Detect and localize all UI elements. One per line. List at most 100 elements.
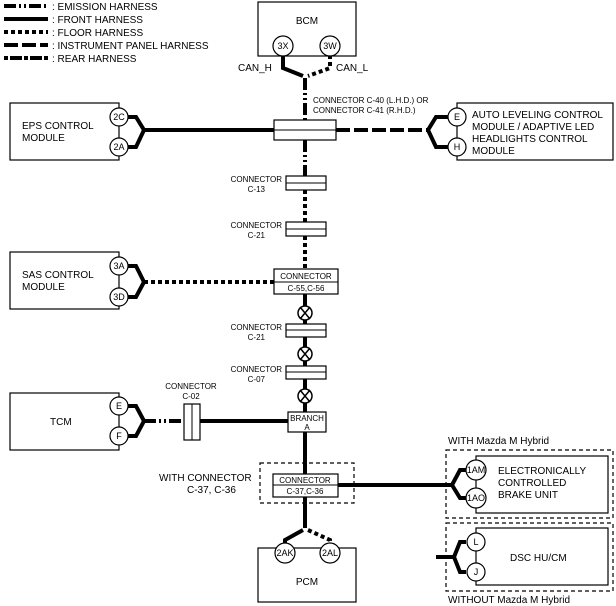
eps-box (9, 102, 120, 161)
ecbu-box (475, 455, 609, 514)
bcm-pin-3w (319, 35, 341, 57)
dsc-box (475, 527, 609, 586)
tcm-box (9, 392, 120, 451)
wire-eps-2c (128, 115, 146, 132)
twisted-pair-icon-1-strands (299, 306, 311, 320)
branch-a-block (287, 411, 327, 433)
legend-label-floor: : FLOOR HARNESS (52, 28, 143, 39)
twisted-pair-icon-1 (297, 305, 313, 321)
connector-c07-label-1: CONNECTOR (231, 365, 283, 374)
sas-box (9, 251, 120, 310)
connector-c13-label-2: C-13 (248, 185, 266, 194)
connector-c55-label-2: C-55,C-56 (288, 284, 325, 293)
auto-leveling-label-4: MODULE (472, 146, 515, 157)
pcm-label: PCM (296, 577, 318, 588)
dsc-group: DSC HU/CM L J WITHOUT Mazda M Hybrid (445, 522, 614, 606)
ecbu-group: WITH Mazda M Hybrid ELECTRONICALLY CONTR… (445, 436, 614, 519)
connector-c40-label-2: CONNECTOR C-41 (R.H.D.) (313, 106, 416, 115)
connector-c02-label-2: C-02 (182, 392, 200, 401)
with-connector-label-1: WITH CONNECTOR (159, 473, 252, 484)
wire-dsc-l (452, 540, 466, 558)
bcm-pin-3x (272, 35, 294, 57)
legend-label-front: : FRONT HARNESS (52, 15, 143, 26)
auto-leveling-module: AUTO LEVELING CONTROL MODULE / ADAPTIVE … (447, 102, 614, 161)
tcm-pin-e (109, 396, 129, 416)
connector-c21-lower: CONNECTOR C-21 (231, 323, 327, 342)
connector-c37-label-1: CONNECTOR (279, 476, 331, 485)
sas-module: SAS CONTROL MODULE 3A 3D (9, 251, 129, 310)
eps-pin-2a (109, 137, 129, 157)
branch-a-label-1: BRANCH (290, 414, 324, 423)
ecbu-label-1: ELECTRONICALLY (498, 466, 587, 477)
sas-label-1: SAS CONTROL (22, 270, 94, 281)
wire-sas-3d (128, 281, 146, 299)
wire-bcm-can-h (281, 55, 304, 78)
ecbu-label-3: BRAKE UNIT (498, 490, 558, 501)
auto-leveling-box (456, 102, 614, 161)
ecbu-pin-1ao-label: 1AO (467, 493, 485, 503)
wire-tcm-e (128, 404, 146, 422)
auto-leveling-pin-h (447, 137, 467, 157)
connector-c55-label-1: CONNECTOR (280, 272, 332, 281)
branch-a: BRANCH A (287, 411, 327, 433)
wire-ecbu-1am (450, 468, 466, 486)
pcm-pin-2ak-label: 2AK (276, 548, 293, 558)
connector-c37-label-2: C-37,C-36 (287, 487, 324, 496)
eps-module: EPS CONTROL MODULE 2C 2A (9, 102, 129, 161)
sas-pin-3d-label: 3D (113, 292, 125, 302)
pcm-pin-2al (319, 542, 341, 564)
pcm-module: PCM 2AK 2AL (257, 542, 357, 603)
eps-pin-2a-label: 2A (113, 142, 124, 152)
can-h-label: CAN_H (238, 63, 272, 74)
ecbu-label-2: CONTROLLED (498, 478, 566, 489)
wire-sas-3a (128, 264, 146, 283)
connector-c40-label-1: CONNECTOR C-40 (L.H.D.) OR (313, 96, 429, 105)
sas-pin-3d (109, 287, 129, 307)
dsc-pin-j (466, 562, 486, 582)
connector-c02-label-1: CONNECTOR (165, 382, 217, 391)
tcm-pin-f-label: F (116, 431, 122, 441)
auto-leveling-pin-e (447, 107, 467, 127)
sas-pin-3a-label: 3A (113, 261, 124, 271)
tcm-pin-e-label: E (116, 401, 122, 411)
dsc-label: DSC HU/CM (510, 553, 567, 564)
connector-c13-label-1: CONNECTOR (231, 175, 283, 184)
bcm-module: BCM 3X 3W CAN_H CAN_L (238, 1, 369, 74)
with-connector-label-2: C-37, C-36 (187, 485, 236, 496)
wire-dsc-j (452, 556, 466, 574)
connector-c55-c56: CONNECTOR C-55,C-56 (273, 268, 339, 295)
legend-label-rear: : REAR HARNESS (52, 54, 137, 65)
pcm-box (257, 547, 357, 603)
pcm-pin-2al-label: 2AL (322, 548, 338, 558)
wire-auto-e (426, 115, 448, 132)
auto-leveling-label-1: AUTO LEVELING CONTROL (472, 110, 603, 121)
eps-label-1: EPS CONTROL (22, 121, 94, 132)
wire-bcm-can-l (307, 55, 332, 78)
ecbu-pin-1am-label: 1AM (467, 465, 486, 475)
twisted-pair-icon-2-strands (299, 347, 311, 361)
auto-leveling-pin-e-label: E (454, 112, 460, 122)
bcm-pin-3x-label: 3X (277, 41, 288, 51)
wire-ecbu-1ao (450, 483, 466, 500)
eps-label-2: MODULE (22, 133, 65, 144)
twisted-pair-icon-3 (297, 388, 313, 404)
wire-auto-h (426, 129, 448, 149)
sas-pin-3a (109, 256, 129, 276)
connector-c21-lower-label-1: CONNECTOR (231, 323, 283, 332)
bcm-label: BCM (296, 16, 318, 27)
auto-leveling-label-2: MODULE / ADAPTIVE LED (472, 122, 594, 133)
eps-pin-2c-label: 2C (113, 112, 125, 122)
connector-c02: CONNECTOR C-02 (165, 382, 217, 441)
ecbu-pin-1ao (465, 487, 487, 509)
dsc-pin-j-label: J (474, 567, 479, 577)
connector-c07: CONNECTOR C-07 (231, 365, 327, 384)
connector-c37-dashed-outline (259, 462, 355, 504)
tcm-label: TCM (50, 417, 72, 428)
wire-tcm-f (128, 420, 146, 438)
connector-c13: CONNECTOR C-13 (231, 175, 327, 194)
connector-c21-upper: CONNECTOR C-21 (231, 221, 327, 240)
legend-label-instrument-panel: : INSTRUMENT PANEL HARNESS (52, 41, 209, 52)
pcm-pin-2ak (274, 542, 296, 564)
hybrid-without-label: WITHOUT Mazda M Hybrid (448, 595, 570, 606)
